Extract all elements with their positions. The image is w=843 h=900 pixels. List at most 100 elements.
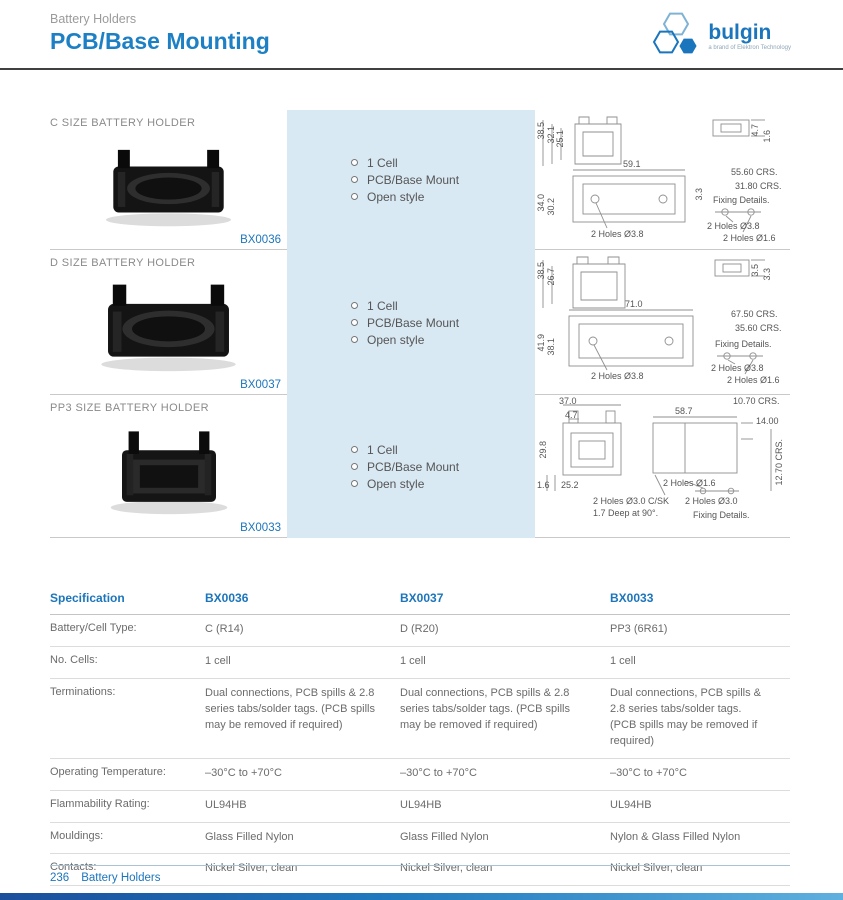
spec-row-mouldings: Mouldings: Glass Filled Nylon Glass Fill…: [50, 823, 790, 855]
dimension-label: 71.0: [625, 299, 643, 309]
dimension-label: 25.1: [555, 130, 565, 148]
drawing-lineart: [542, 116, 765, 233]
part-number: BX0037: [240, 379, 281, 391]
part-number: BX0033: [240, 522, 281, 534]
dimension-label: 25.2: [561, 480, 579, 490]
dimension-label: 41.9: [536, 334, 546, 352]
product-row-bx0033: PP3 SIZE BATTERY HOLDER BX0033 1 Cell PC…: [50, 395, 790, 538]
circle-bullet-icon: [351, 445, 358, 453]
spec-cell: Dual connections, PCB spills & 2.8 serie…: [610, 686, 762, 747]
spec-cell: 1 cell: [205, 654, 231, 667]
hole-callout: 2 Holes Ø3.8: [707, 221, 760, 231]
product-info: C SIZE BATTERY HOLDER BX0036: [50, 110, 287, 250]
spec-row-operating-temp: Operating Temperature: –30°C to +70°C –3…: [50, 759, 790, 791]
feature-label: Open style: [367, 332, 425, 347]
spec-cell: PP3 (6R61): [610, 623, 668, 635]
product-name: PP3 SIZE BATTERY HOLDER: [50, 402, 209, 414]
spec-cell: 1 cell: [400, 654, 426, 667]
spec-row-label: Battery/Cell Type:: [50, 622, 137, 634]
drawing-lineart: [542, 256, 765, 375]
feature-item: PCB/Base Mount: [351, 173, 459, 187]
feature-panel: 1 Cell PCB/Base Mount Open style: [287, 110, 535, 250]
hole-callout: 2 Holes Ø1.6: [723, 233, 776, 243]
hole-callout: 2 Holes Ø3.8: [591, 371, 644, 381]
dimension-label: 58.7: [675, 406, 693, 416]
feature-item: Open style: [351, 477, 459, 491]
spec-cell: Dual connections, PCB spills & 2.8 serie…: [400, 686, 570, 731]
feature-panel: 1 Cell PCB/Base Mount Open style: [287, 395, 535, 538]
spec-cell: 1 cell: [610, 654, 636, 667]
dimension-label: 38.5: [536, 262, 546, 280]
circle-bullet-icon: [351, 193, 358, 200]
feature-item: 1 Cell: [351, 443, 459, 457]
dimension-label: 26.7: [546, 268, 556, 286]
spec-cell: –30°C to +70°C: [400, 766, 477, 779]
specification-table: Specification BX0036 BX0037 BX0033 Batte…: [50, 584, 790, 900]
feature-item: PCB/Base Mount: [351, 316, 459, 330]
feature-list: 1 Cell PCB/Base Mount Open style: [351, 153, 459, 207]
brand-name: bulgin: [708, 21, 772, 44]
dimension-label: 4.7: [565, 410, 578, 420]
dimension-label: 1.6: [762, 130, 772, 143]
brand-logo: bulgin a brand of Elektron Technology: [652, 8, 791, 65]
feature-item: Open style: [351, 333, 459, 347]
dimension-label: 35.60 CRS.: [735, 323, 782, 333]
spec-row-battery-type: Battery/Cell Type: C (R14) D (R20) PP3 (…: [50, 615, 790, 647]
dimension-label: 30.2: [546, 198, 556, 216]
dimension-label: 14.00: [756, 416, 779, 426]
hole-callout: 2 Holes Ø1.6: [727, 375, 780, 385]
feature-item: 1 Cell: [351, 299, 459, 313]
dimension-label: 3.5: [750, 264, 760, 277]
drawing-note: Fixing Details.: [713, 195, 770, 205]
spec-cell: UL94HB: [205, 798, 247, 811]
spec-row-label: Flammability Rating:: [50, 797, 150, 810]
header-rule: [0, 68, 843, 70]
spec-cell: Nylon & Glass Filled Nylon: [610, 830, 741, 843]
spec-row-flammability: Flammability Rating: UL94HB UL94HB UL94H…: [50, 791, 790, 823]
dimension-label: 12.70 CRS.: [774, 439, 784, 486]
product-info: D SIZE BATTERY HOLDER BX0037: [50, 250, 287, 395]
page-number: 236: [50, 872, 70, 884]
spec-cell: C (R14): [205, 623, 244, 635]
drawing-note: Fixing Details.: [693, 510, 750, 520]
hole-callout: 2 Holes Ø3.0 C/SK: [593, 496, 670, 506]
hole-callout: 2 Holes Ø3.8: [591, 229, 644, 239]
circle-bullet-icon: [351, 301, 358, 309]
dimension-label: 37.0: [559, 396, 577, 406]
dimension-label: 10.70 CRS.: [733, 396, 780, 406]
product-photo: [101, 284, 236, 372]
spec-cell: UL94HB: [400, 798, 442, 811]
feature-label: PCB/Base Mount: [367, 459, 460, 474]
hole-callout: 2 Holes Ø3.8: [711, 363, 764, 373]
drawing-note: Fixing Details.: [715, 339, 772, 349]
feature-panel: 1 Cell PCB/Base Mount Open style: [287, 250, 535, 395]
dimension-label: 59.1: [623, 159, 641, 169]
spec-cell: Dual connections, PCB spills & 2.8 serie…: [205, 686, 375, 731]
feature-item: Open style: [351, 190, 459, 204]
feature-label: PCB/Base Mount: [367, 315, 460, 330]
circle-bullet-icon: [351, 479, 358, 487]
feature-label: 1 Cell: [367, 156, 398, 170]
spec-cell: D (R20): [400, 623, 439, 635]
feature-label: Open style: [367, 190, 425, 204]
spec-row-label: Mouldings:: [50, 829, 104, 842]
product-name: C SIZE BATTERY HOLDER: [50, 117, 196, 129]
spec-table-header: Specification BX0036 BX0037 BX0033: [50, 584, 790, 615]
dimension-label: 38.5: [536, 122, 546, 140]
dimension-label: 34.0: [536, 194, 546, 212]
category-label: Battery Holders: [50, 12, 137, 26]
spec-row-label: Terminations:: [50, 685, 116, 698]
brand-text: bulgin a brand of Elektron Technology: [708, 22, 791, 51]
hexagons-logo-icon: [652, 8, 704, 65]
technical-drawing: 37.0 4.7 58.7 10.70 CRS. 14.00 29.8 1.6 …: [535, 395, 790, 538]
spec-header-label: Specification: [50, 591, 125, 605]
circle-bullet-icon: [351, 176, 358, 183]
feature-list: 1 Cell PCB/Base Mount Open style: [351, 296, 459, 350]
page-header: Battery Holders PCB/Base Mounting bulgin…: [0, 0, 843, 68]
hole-callout: 2 Holes Ø1.6: [663, 478, 716, 488]
product-photo: [110, 431, 227, 515]
page-title: PCB/Base Mounting: [50, 28, 270, 54]
product-info: PP3 SIZE BATTERY HOLDER BX0033: [50, 395, 287, 538]
